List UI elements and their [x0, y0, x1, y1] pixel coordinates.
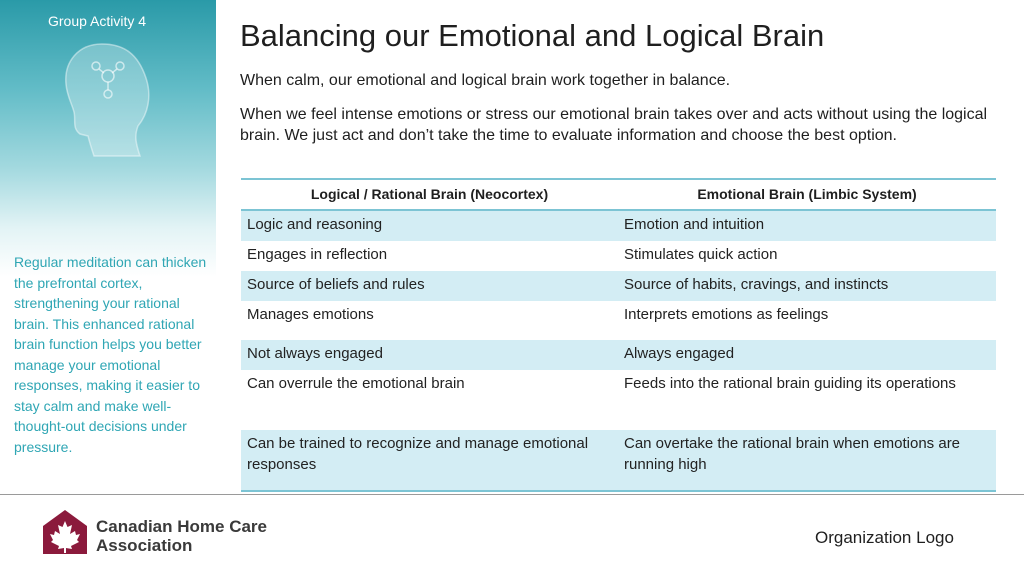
head-brain-icon [65, 43, 150, 157]
logical-cell: Not always engaged [247, 345, 383, 362]
table-row: Engages in reflection Stimulates quick a… [241, 241, 996, 271]
logical-cell: Can be trained to recognize and manage e… [247, 435, 589, 473]
logical-cell: Logic and reasoning [247, 216, 383, 233]
table-row: Can be trained to recognize and manage e… [241, 430, 996, 490]
page-title: Balancing our Emotional and Logical Brai… [240, 18, 825, 53]
emotional-cell: Can overtake the rational brain when emo… [624, 435, 961, 473]
table-row: Manages emotions Interprets emotions as … [241, 301, 996, 340]
group-activity-label: Group Activity 4 [48, 13, 147, 29]
maple-leaf-house-icon [43, 510, 87, 554]
emotional-cell: Stimulates quick action [624, 246, 778, 263]
emotional-cell: Always engaged [624, 345, 735, 362]
sidebar-panel: Group Activity 4 Regular meditation can … [0, 0, 216, 494]
organization-logo-placeholder: Organization Logo [815, 528, 954, 547]
logical-cell: Source of beliefs and rules [247, 276, 425, 293]
brain-comparison-table: Logical / Rational Brain (Neocortex) Emo… [241, 178, 996, 492]
brand-name-line2: Association [96, 536, 193, 555]
header-logical-brain: Logical / Rational Brain (Neocortex) [310, 186, 549, 202]
table-row: Logic and reasoning Emotion and intuitio… [241, 211, 996, 241]
table-row: Source of beliefs and rules Source of ha… [241, 271, 996, 301]
brand-name: Canadian Home Care Association [96, 517, 267, 555]
table-row: Can overrule the emotional brain Feeds i… [241, 370, 996, 430]
logical-cell: Manages emotions [247, 306, 374, 323]
table-header: Logical / Rational Brain (Neocortex) Emo… [241, 180, 996, 211]
brand-name-line1: Canadian Home Care [96, 517, 267, 536]
meditation-note: Regular meditation can thicken the prefr… [14, 254, 207, 455]
emotional-cell: Source of habits, cravings, and instinct… [624, 276, 889, 293]
logical-cell: Can overrule the emotional brain [247, 375, 465, 392]
emotional-cell: Interprets emotions as feelings [624, 306, 829, 323]
footer-divider [0, 494, 1024, 495]
emotional-cell: Feeds into the rational brain guiding it… [624, 375, 956, 392]
logical-cell: Engages in reflection [247, 246, 388, 263]
header-emotional-brain: Emotional Brain (Limbic System) [697, 186, 917, 202]
intro-text-calm: When calm, our emotional and logical bra… [240, 72, 731, 89]
intro-text-stress: When we feel intense emotions or stress … [240, 106, 988, 144]
table-row: Not always engaged Always engaged [241, 340, 996, 370]
emotional-cell: Emotion and intuition [624, 216, 765, 233]
